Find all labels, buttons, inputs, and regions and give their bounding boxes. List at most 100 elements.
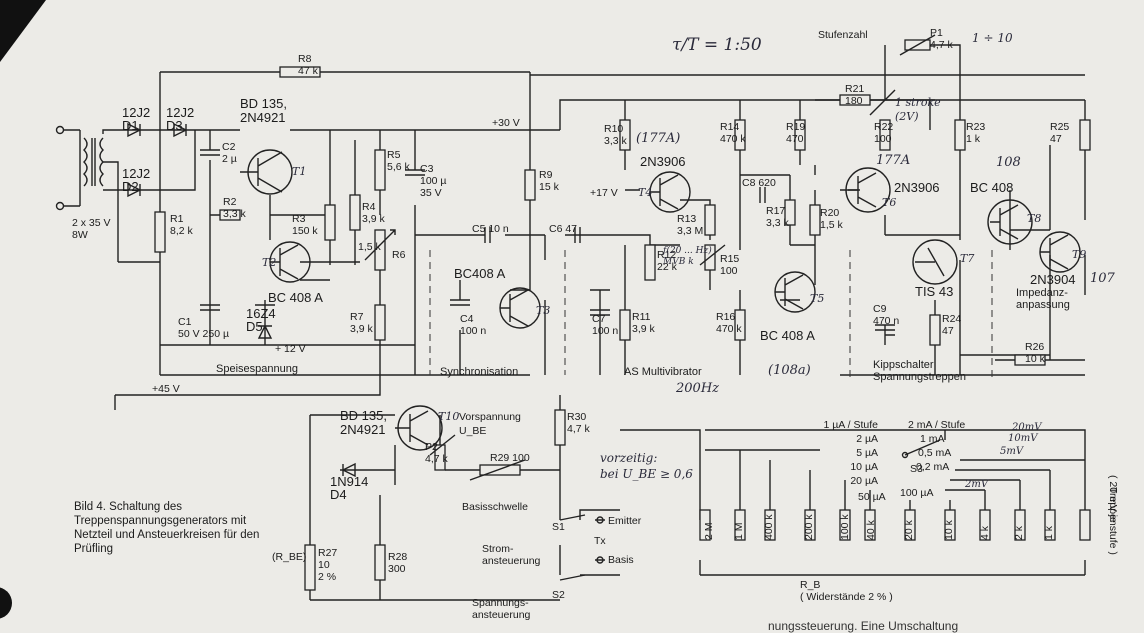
resistor-r28-label: 300 bbox=[388, 563, 406, 575]
resistor-r6-label: 1,5 k bbox=[358, 241, 382, 253]
capacitor-c2-label: C2 bbox=[222, 141, 236, 153]
resistor-r10-label: R10 bbox=[604, 123, 623, 135]
capacitor-c3-label: C3 bbox=[420, 163, 434, 175]
resistor-r13-label: R13 bbox=[677, 213, 696, 225]
handwritten-r15: MVB k bbox=[662, 257, 694, 267]
resistor-r20-label: R20 bbox=[820, 207, 839, 219]
resistor-r7-label: R7 bbox=[350, 311, 364, 323]
resistor-r9-label: 15 k bbox=[539, 181, 560, 193]
section-spannungsansteuerung: ansteuerung bbox=[472, 609, 531, 621]
section-basisschwelle: Basisschwelle bbox=[462, 501, 528, 513]
rail-30v: +30 V bbox=[492, 117, 520, 129]
scan-shadow bbox=[0, 0, 46, 62]
scan-dot bbox=[0, 587, 12, 619]
handwritten-mv-1: 10mV bbox=[1008, 433, 1039, 444]
capacitor-c5-label: C5 10 n bbox=[472, 223, 509, 235]
diode-d2-label: 12J2 bbox=[122, 166, 150, 181]
diode-d3-label: D3 bbox=[166, 118, 183, 133]
resistor-r24-label: R24 bbox=[942, 313, 961, 325]
transistor-t1-type: BD 135, bbox=[240, 96, 287, 111]
transistor-t3-id: T3 bbox=[536, 304, 550, 317]
transistor-t10-type: 2N4921 bbox=[340, 422, 386, 437]
transistor-t1-id: T1 bbox=[292, 165, 306, 178]
label-treppen: ( 20 mV je bbox=[1107, 475, 1119, 523]
rb-value-7: 10 k bbox=[943, 519, 955, 540]
transistor-t1-type: 2N4921 bbox=[240, 110, 286, 125]
resistor-r15-label: 100 bbox=[720, 265, 738, 277]
resistor-r25-label: R25 bbox=[1050, 121, 1069, 133]
rail-45v: +45 V bbox=[152, 383, 180, 395]
resistor-r21-label: R21 bbox=[845, 83, 864, 95]
s3-position-left-3: 10 µA bbox=[850, 461, 878, 473]
s3-position-right-4: 100 µA bbox=[900, 487, 934, 499]
resistor-r8-label: R8 bbox=[298, 53, 312, 65]
transistor-t5-id: T5 bbox=[810, 292, 824, 305]
transistor-t7-id: T7 bbox=[960, 252, 974, 265]
rb-value-2: 400 k bbox=[763, 514, 775, 540]
resistor-p1-label: P1 bbox=[930, 27, 943, 39]
resistor-r7-label: 3,9 k bbox=[350, 323, 374, 335]
resistor-r2-label: 3,3 k bbox=[223, 208, 247, 220]
capacitor-c1-label: 50 V 250 µ bbox=[178, 328, 229, 340]
resistor-r11-label: 3,9 k bbox=[632, 323, 656, 335]
resistor-r23-label: R23 bbox=[966, 121, 985, 133]
handwritten-t4: (177A) bbox=[636, 131, 680, 146]
handwritten-t6: 177A bbox=[876, 153, 910, 168]
resistor-r15-label: R15 bbox=[720, 253, 739, 265]
pot-arrows bbox=[364, 34, 936, 481]
section-stromansteuerung: ansteuerung bbox=[482, 555, 541, 567]
resistor-r22-label: 100 bbox=[874, 133, 892, 145]
resistor-r12-label: R12 bbox=[657, 249, 676, 261]
diode-d1-label: 12J2 bbox=[122, 105, 150, 120]
switch-symbols bbox=[596, 439, 941, 564]
rb-value-9: 2 k bbox=[1013, 525, 1025, 540]
resistor-r30-label: 4,7 k bbox=[567, 423, 591, 435]
rb-value-8: 4 k bbox=[979, 525, 991, 540]
section-stromansteuerung: Strom- bbox=[482, 543, 514, 555]
terminal-basis: Basis bbox=[608, 554, 634, 566]
resistor-r17-label: R17 bbox=[766, 205, 785, 217]
s3-position-center: 50 µA bbox=[858, 491, 886, 503]
handwritten-note: vorzeitig: bbox=[600, 451, 657, 465]
capacitor-c2-label: 2 µ bbox=[222, 153, 237, 165]
capacitor-c4-label: C4 bbox=[460, 313, 474, 325]
capacitor-c9-label: 470 n bbox=[873, 315, 899, 327]
section-ube: U_BE bbox=[459, 425, 486, 437]
transistor-t4-id: T4 bbox=[638, 186, 652, 199]
transistor-t6-id: T6 bbox=[882, 196, 896, 209]
resistor-r28-label: R28 bbox=[388, 551, 407, 563]
diode-d1-label: D1 bbox=[122, 118, 139, 133]
resistor-r25-label: 47 bbox=[1050, 133, 1062, 145]
capacitor-c3-label: 35 V bbox=[420, 187, 442, 199]
diode-d5-label: D5 bbox=[246, 319, 263, 334]
resistor-r16-label: R16 bbox=[716, 311, 735, 323]
resistor-r14-label: R14 bbox=[720, 121, 739, 133]
resistor-r1-label: R1 bbox=[170, 213, 184, 225]
s3-position-left-2: 5 µA bbox=[856, 447, 878, 459]
capacitor-c3-label: 100 µ bbox=[420, 175, 447, 187]
handwritten-r15: f(20 ... Hz) bbox=[662, 245, 712, 256]
transistor-t6-type: 2N3906 bbox=[894, 180, 940, 195]
resistor-r27-label: R27 bbox=[318, 547, 337, 559]
resistor-r26-label: 10 k bbox=[1025, 353, 1046, 365]
resistor-r9-label: R9 bbox=[539, 169, 553, 181]
figure-caption: Bild 4. Schaltung des Treppenspannungsge… bbox=[74, 501, 260, 555]
diode-d2-label: D2 bbox=[122, 179, 139, 194]
diode-d5-label: 16Z4 bbox=[246, 306, 276, 321]
resistor-r5-label: R5 bbox=[387, 149, 401, 161]
section-kippschalter: Spannungstreppen bbox=[873, 371, 966, 383]
section-synchronisation: Synchronisation bbox=[440, 366, 518, 378]
s3-position-right-1: 1 mA bbox=[920, 433, 945, 445]
capacitor-c1-label: C1 bbox=[178, 316, 192, 328]
terminal-emitter: Emitter bbox=[608, 515, 642, 527]
transistor-t8-type: BC 408 bbox=[970, 180, 1013, 195]
resistor-r10-label: 3,3 k bbox=[604, 135, 628, 147]
resistor-r3-label: R3 bbox=[292, 213, 306, 225]
resistor-r24-label: 47 bbox=[942, 325, 954, 337]
handwritten-note: bei U_BE ≥ 0,6 bbox=[600, 467, 693, 481]
rb-value-0: 2 M bbox=[703, 522, 715, 540]
s3-position-right-2: 0,5 mA bbox=[918, 447, 951, 459]
rb-value-1: 1 M bbox=[733, 522, 745, 540]
handwritten-t5: (108a) bbox=[768, 363, 811, 378]
